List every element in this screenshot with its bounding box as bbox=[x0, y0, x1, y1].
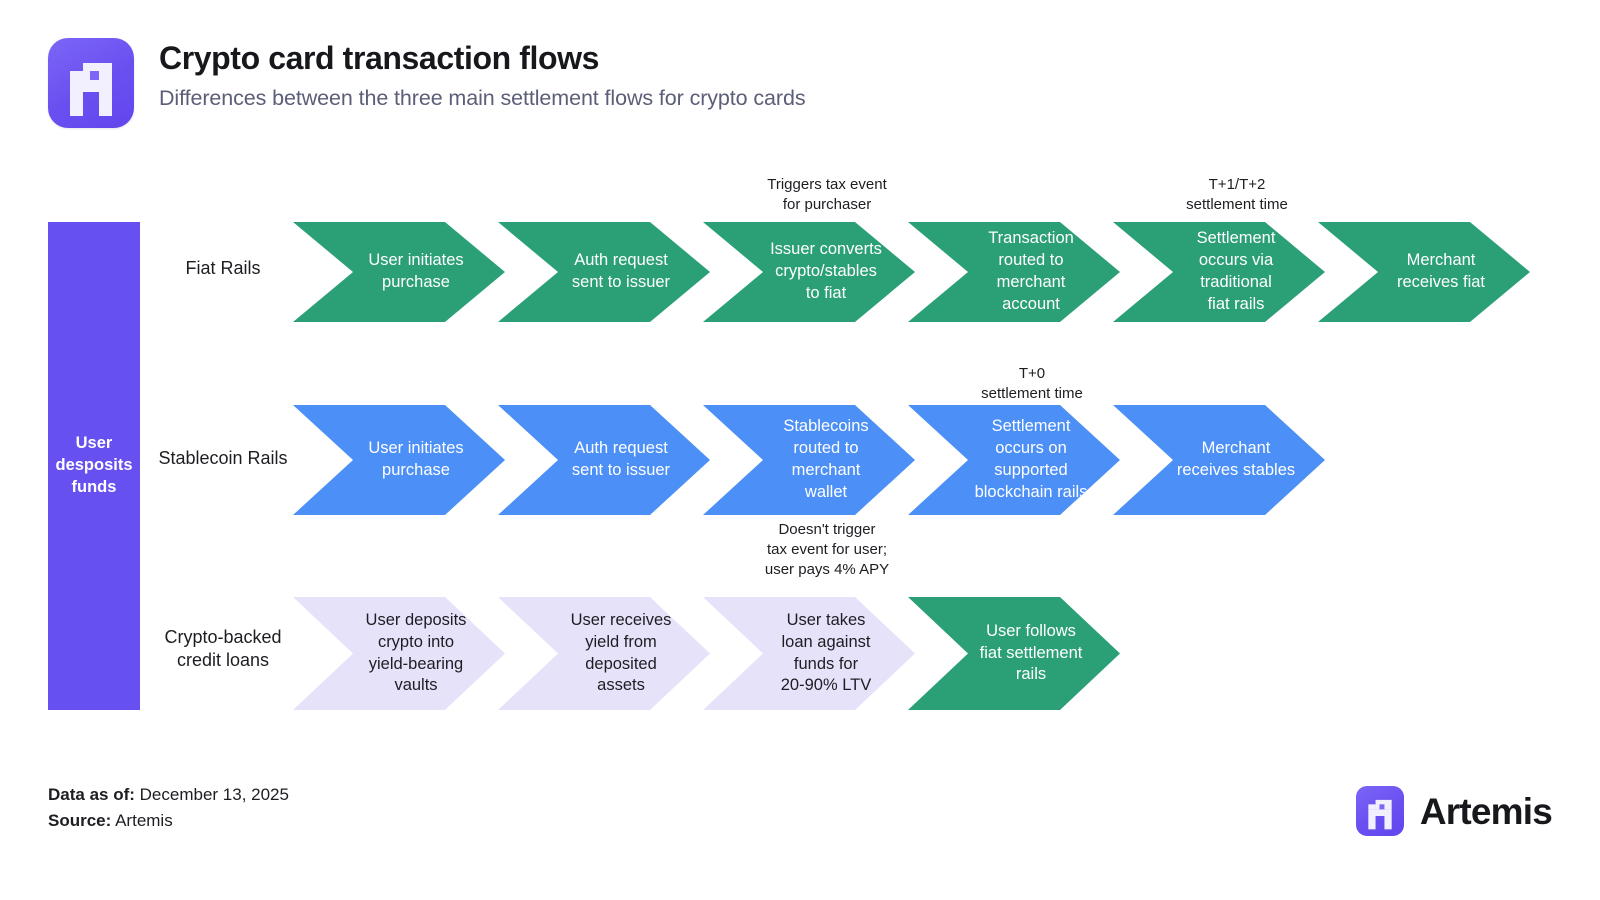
source-label: Source: bbox=[48, 811, 112, 831]
artemis-brand: Artemis bbox=[1355, 786, 1553, 836]
header-text-group: Crypto card transaction flows Difference… bbox=[159, 38, 806, 112]
page-header: Crypto card transaction flows Difference… bbox=[48, 38, 806, 128]
footer: Data as of: December 13, 2025 Source: Ar… bbox=[48, 782, 289, 835]
page-title: Crypto card transaction flows bbox=[159, 40, 600, 76]
brand-name: Artemis bbox=[1419, 790, 1553, 832]
data-as-of-value: December 13, 2025 bbox=[139, 785, 289, 804]
data-as-of-line: Data as of: December 13, 2025 bbox=[48, 782, 289, 808]
source-line: Source: Artemis bbox=[48, 808, 289, 834]
row-label-2: Stablecoin Rails bbox=[158, 448, 288, 468]
row-label-1: Fiat Rails bbox=[185, 258, 261, 278]
artemis-logo-icon bbox=[48, 38, 134, 128]
page-subtitle: Differences between the three main settl… bbox=[159, 85, 806, 110]
source-value: Artemis bbox=[115, 811, 173, 831]
artemis-logo-icon bbox=[1355, 786, 1404, 836]
data-as-of-label: Data as of: bbox=[48, 785, 135, 804]
